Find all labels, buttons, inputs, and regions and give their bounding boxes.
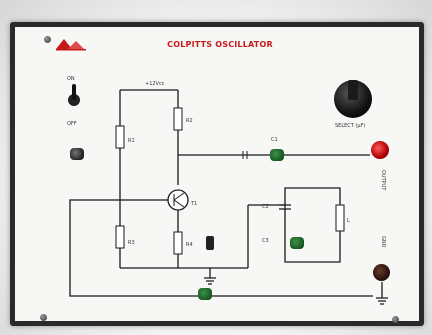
label-r2: R2 <box>186 118 193 124</box>
label-t1: T1 <box>191 201 198 207</box>
label-l: L <box>347 218 350 224</box>
socket-c3[interactable] <box>290 237 304 249</box>
label-output: OUTPUT <box>380 170 386 191</box>
label-c1: C1 <box>271 137 278 143</box>
label-vcc: +12Vcc <box>145 81 165 87</box>
label-r3: R3 <box>128 240 135 246</box>
output-jack-red[interactable] <box>371 141 389 159</box>
label-off: OFF <box>67 121 77 127</box>
ground-jack-black[interactable] <box>373 264 390 281</box>
screw-bottom-left <box>40 314 47 321</box>
label-c2: C2 <box>262 204 269 210</box>
brand-logo <box>56 39 86 51</box>
knob-pointer <box>348 80 358 100</box>
socket-bottom[interactable] <box>198 288 212 300</box>
label-cap-select: SELECT (µF) <box>335 123 366 129</box>
panel-title: COLPITTS OSCILLATOR <box>167 40 273 49</box>
label-r1: R1 <box>128 138 135 144</box>
trainer-panel <box>10 22 424 326</box>
screw-top-left <box>44 36 51 43</box>
power-toggle-switch[interactable] <box>67 82 81 108</box>
label-ground: GND <box>380 236 386 248</box>
bias-potentiometer[interactable] <box>206 236 214 250</box>
socket-c1[interactable] <box>270 149 284 161</box>
screw-bottom-right <box>392 316 399 323</box>
label-c3: C3 <box>262 238 269 244</box>
label-on: ON <box>67 76 75 82</box>
label-r4: R4 <box>186 242 193 248</box>
power-indicator-socket <box>70 148 84 160</box>
